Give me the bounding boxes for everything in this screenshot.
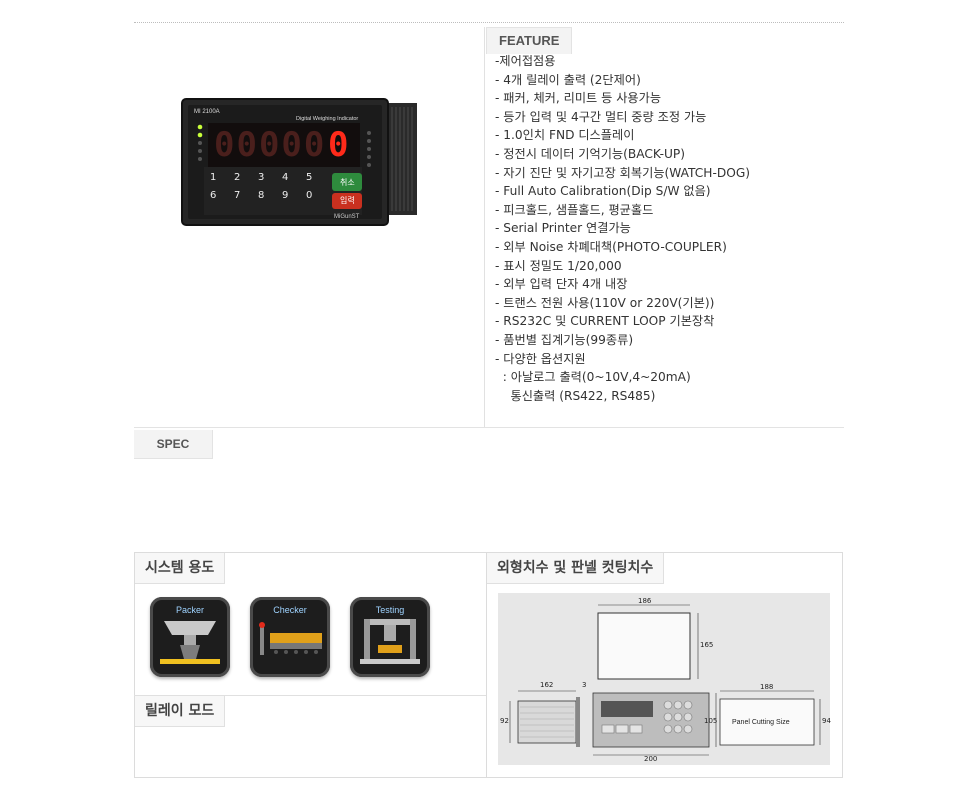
- testing-icon: Testing: [350, 597, 430, 677]
- feature-item: - Serial Printer 연결가능: [495, 221, 631, 236]
- device-key: 4: [282, 172, 289, 183]
- relay-mode-title: 릴레이 모드: [135, 696, 226, 727]
- checker-icon: Checker: [250, 597, 330, 677]
- dim-side-height: 92: [500, 717, 509, 725]
- packer-icon: Packer: [150, 597, 230, 677]
- spec-divider: [134, 427, 844, 428]
- feature-item: - 자기 진단 및 자기고장 회복기능(WATCH-DOG): [495, 165, 751, 180]
- system-use-title: 시스템 용도: [135, 553, 226, 584]
- device-cancel-key: 취소: [340, 178, 355, 187]
- feature-item: -제어접점용: [495, 54, 556, 68]
- device-brand: MiGunST: [334, 214, 360, 220]
- dimensions-title: 외형치수 및 판넬 컷팅치수: [487, 553, 665, 584]
- feature-item: - 트랜스 전원 사용(110V or 220V(기본)): [495, 295, 715, 310]
- feature-item: - 정전시 데이터 기억기능(BACK-UP): [495, 146, 686, 161]
- feature-item: - 피크홀드, 샘플홀드, 평균홀드: [495, 202, 654, 217]
- device-display: 00000: [214, 125, 327, 165]
- panel-cutting-label: Panel Cutting Size: [732, 719, 790, 726]
- device-key: 1: [210, 172, 217, 183]
- feature-item: - 외부 입력 단자 4개 내장: [495, 277, 628, 292]
- feature-item: - 표시 정밀도 1/20,000: [495, 258, 622, 273]
- device-key: 0: [306, 190, 313, 201]
- feature-item: - 등가 입력 및 4구간 멀티 중량 조정 가능: [495, 109, 707, 124]
- packer-label: Packer: [175, 605, 204, 615]
- feature-item: : 아날로그 출력(0~10V,4~20mA): [495, 370, 691, 385]
- device-key: 7: [234, 190, 241, 201]
- testing-label: Testing: [375, 605, 405, 615]
- dim-top-height: 165: [700, 641, 714, 649]
- feature-item: - RS232C 및 CURRENT LOOP 기본장착: [495, 314, 715, 329]
- checker-label: Checker: [273, 605, 307, 615]
- device-enter-key: 입력: [340, 196, 355, 205]
- feature-item: - 패커, 체커, 리미트 등 사용가능: [495, 91, 662, 106]
- feature-item: - 다양한 옵션지원: [495, 351, 586, 366]
- dim-front-height: 105: [704, 717, 718, 725]
- product-image: MI 2100A Digital Weighing Indicator 0000…: [180, 97, 420, 227]
- device-keypad: 1 2 3 4 5 6 7 8 9 0: [208, 170, 330, 214]
- device-key: 2: [234, 172, 241, 183]
- device-display-active-digit: 0: [328, 125, 349, 165]
- feature-item: - 품번별 집계기능(99종류): [495, 332, 634, 347]
- feature-list: -제어접점용 - 4개 릴레이 출력 (2단제어) - 패커, 체커, 리미트 …: [495, 52, 750, 405]
- feature-item: - 4개 릴레이 출력 (2단제어): [495, 72, 641, 87]
- dim-panel-width: 188: [760, 683, 774, 691]
- tab-feature[interactable]: FEATURE: [486, 27, 573, 54]
- feature-item: - 외부 Noise 차폐대책(PHOTO-COUPLER): [495, 239, 727, 254]
- device-name: Digital Weighing Indicator: [296, 116, 359, 122]
- feature-item: - 1.0인치 FND 디스플레이: [495, 128, 635, 143]
- feature-panel: [484, 27, 845, 427]
- relay-divider: [134, 695, 486, 696]
- dim-top-width: 186: [638, 597, 652, 605]
- dim-side-length: 162: [540, 681, 554, 689]
- feature-item: - Full Auto Calibration(Dip S/W 없음): [495, 184, 711, 199]
- device-key: 9: [282, 190, 289, 201]
- device-key: 5: [306, 172, 313, 183]
- dimension-drawing: 186 165 162 3 92 105 200 188 94 Panel Cu…: [498, 593, 831, 765]
- device-key: 3: [258, 172, 265, 183]
- dim-front-width: 200: [644, 755, 658, 763]
- top-divider: [134, 22, 844, 23]
- device-key: 8: [258, 190, 265, 201]
- dim-side-gap: 3: [582, 681, 587, 689]
- device-model: MI 2100A: [194, 109, 220, 115]
- device-key: 6: [210, 190, 217, 201]
- tab-spec[interactable]: SPEC: [134, 430, 213, 459]
- feature-item: 통신출력 (RS422, RS485): [495, 388, 656, 403]
- dim-panel-height: 94: [822, 717, 831, 725]
